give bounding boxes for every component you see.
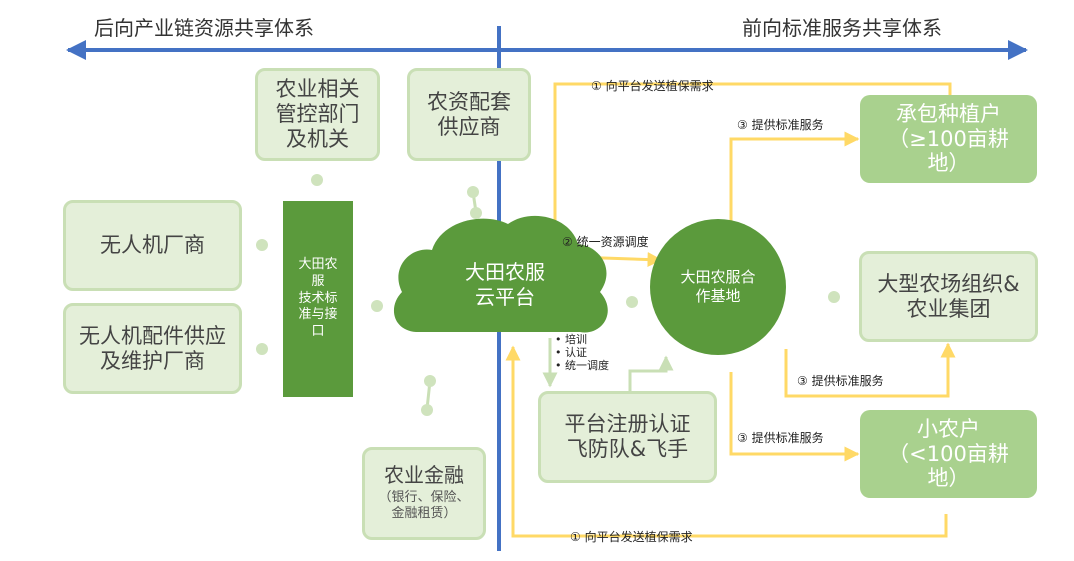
standard-label-2: 服 [311,273,325,289]
contract-label-3: 地） [927,151,970,176]
base-label-2: 作基地 [695,287,741,305]
gov-label-2: 管控部门 [275,102,360,127]
gov-label-1: 农业相关 [275,77,360,102]
drone-parts-label-1: 无人机配件供应 [79,323,226,348]
contract-label-2: （≥100亩耕 [888,126,1009,151]
training-text: 培训 [565,333,587,346]
register-box: 平台注册认证 飞防队&飞手 [538,391,717,483]
training-item: • 培训 [555,333,587,346]
connector-dot [626,296,638,308]
schedule-item: • 统一调度 [555,359,609,373]
certify-item: • 认证 [555,346,587,360]
service-flow-top [729,131,860,221]
drone-maker-box: 无人机厂商 [63,200,242,291]
connector-dot [256,239,268,251]
cloud-shape [393,215,608,333]
cloud-label-1: 大田农服 [465,260,545,284]
connector-dot [421,404,433,416]
demand-top-label: ① 向平台发送植保需求 [591,79,714,93]
finance-box: 农业金融 （银行、保险、 金融租赁） [362,447,486,540]
drone-maker-label: 无人机厂商 [100,233,205,258]
service-label-mid: ③ 提供标准服务 [797,374,884,388]
finance-label-2: （银行、保险、 [378,490,470,506]
supplier-label-2: 供应商 [437,114,501,139]
connector-dot [467,186,479,198]
right-system-header: 前向标准服务共享体系 [742,16,942,40]
service-flow-mid [784,342,956,398]
standard-label-5: 口 [311,324,325,340]
connector-dot [311,174,323,186]
cloud-label-2: 云平台 [475,285,535,309]
standard-label-4: 准与接 [298,307,338,323]
service-flow-bottom [729,372,860,462]
contract-label-1: 承包种植户 [896,101,1001,126]
contract-grower-box: 承包种植户 （≥100亩耕 地） [860,95,1037,183]
standard-label-1: 大田农 [298,256,338,272]
supplier-label-1: 农资配套 [427,89,511,114]
connector-dot [828,291,840,303]
gov-box: 农业相关 管控部门 及机关 [255,68,380,161]
schedule-text: 统一调度 [565,359,609,373]
finance-label-1: 农业金融 [384,463,464,488]
farm-label-1: 大型农场组织& [877,271,1020,296]
cloud-platform-text: 大田农服 云平台 [420,260,590,310]
farm-label-2: 农业集团 [906,296,991,321]
tech-standard-box: 大田农 服 技术标 准与接 口 [283,201,353,397]
demand-bottom-label: ① 向平台发送植保需求 [570,530,693,544]
left-system-header: 后向产业链资源共享体系 [94,16,314,40]
register-to-base-connector [628,355,674,391]
finance-label-3: 金融租赁） [391,506,457,522]
register-label-2: 飞防队&飞手 [566,437,689,461]
demand-bottom-flow [505,345,948,538]
connector-dot [256,343,268,355]
certify-text: 认证 [565,346,587,360]
small-label-2: （<100亩耕 [888,441,1009,466]
connector-dot [424,375,436,387]
supplier-box: 农资配套 供应商 [407,68,531,161]
demand-top-flow [547,82,952,243]
small-farmer-box: 小农户 （<100亩耕 地） [860,410,1037,498]
service-label-top: ③ 提供标准服务 [737,118,824,132]
training-list: • 培训 • 认证 • 统一调度 [555,333,609,373]
drone-parts-box: 无人机配件供应 及维护厂商 [63,303,242,394]
cooperative-base-circle: 大田农服合 作基地 [650,219,786,355]
small-label-1: 小农户 [917,416,980,441]
base-label-1: 大田农服合 [680,267,756,286]
service-label-bottom: ③ 提供标准服务 [737,431,824,445]
small-label-3: 地） [927,466,970,491]
connector-dot [470,207,482,219]
register-label-1: 平台注册认证 [564,412,691,437]
gov-label-3: 及机关 [286,126,349,151]
standard-label-3: 技术标 [298,290,338,306]
drone-parts-label-2: 及维护厂商 [100,348,205,373]
dispatch-label: ② 统一资源调度 [562,235,649,249]
connector-dot [371,300,383,312]
large-farm-box: 大型农场组织& 农业集团 [859,251,1038,342]
